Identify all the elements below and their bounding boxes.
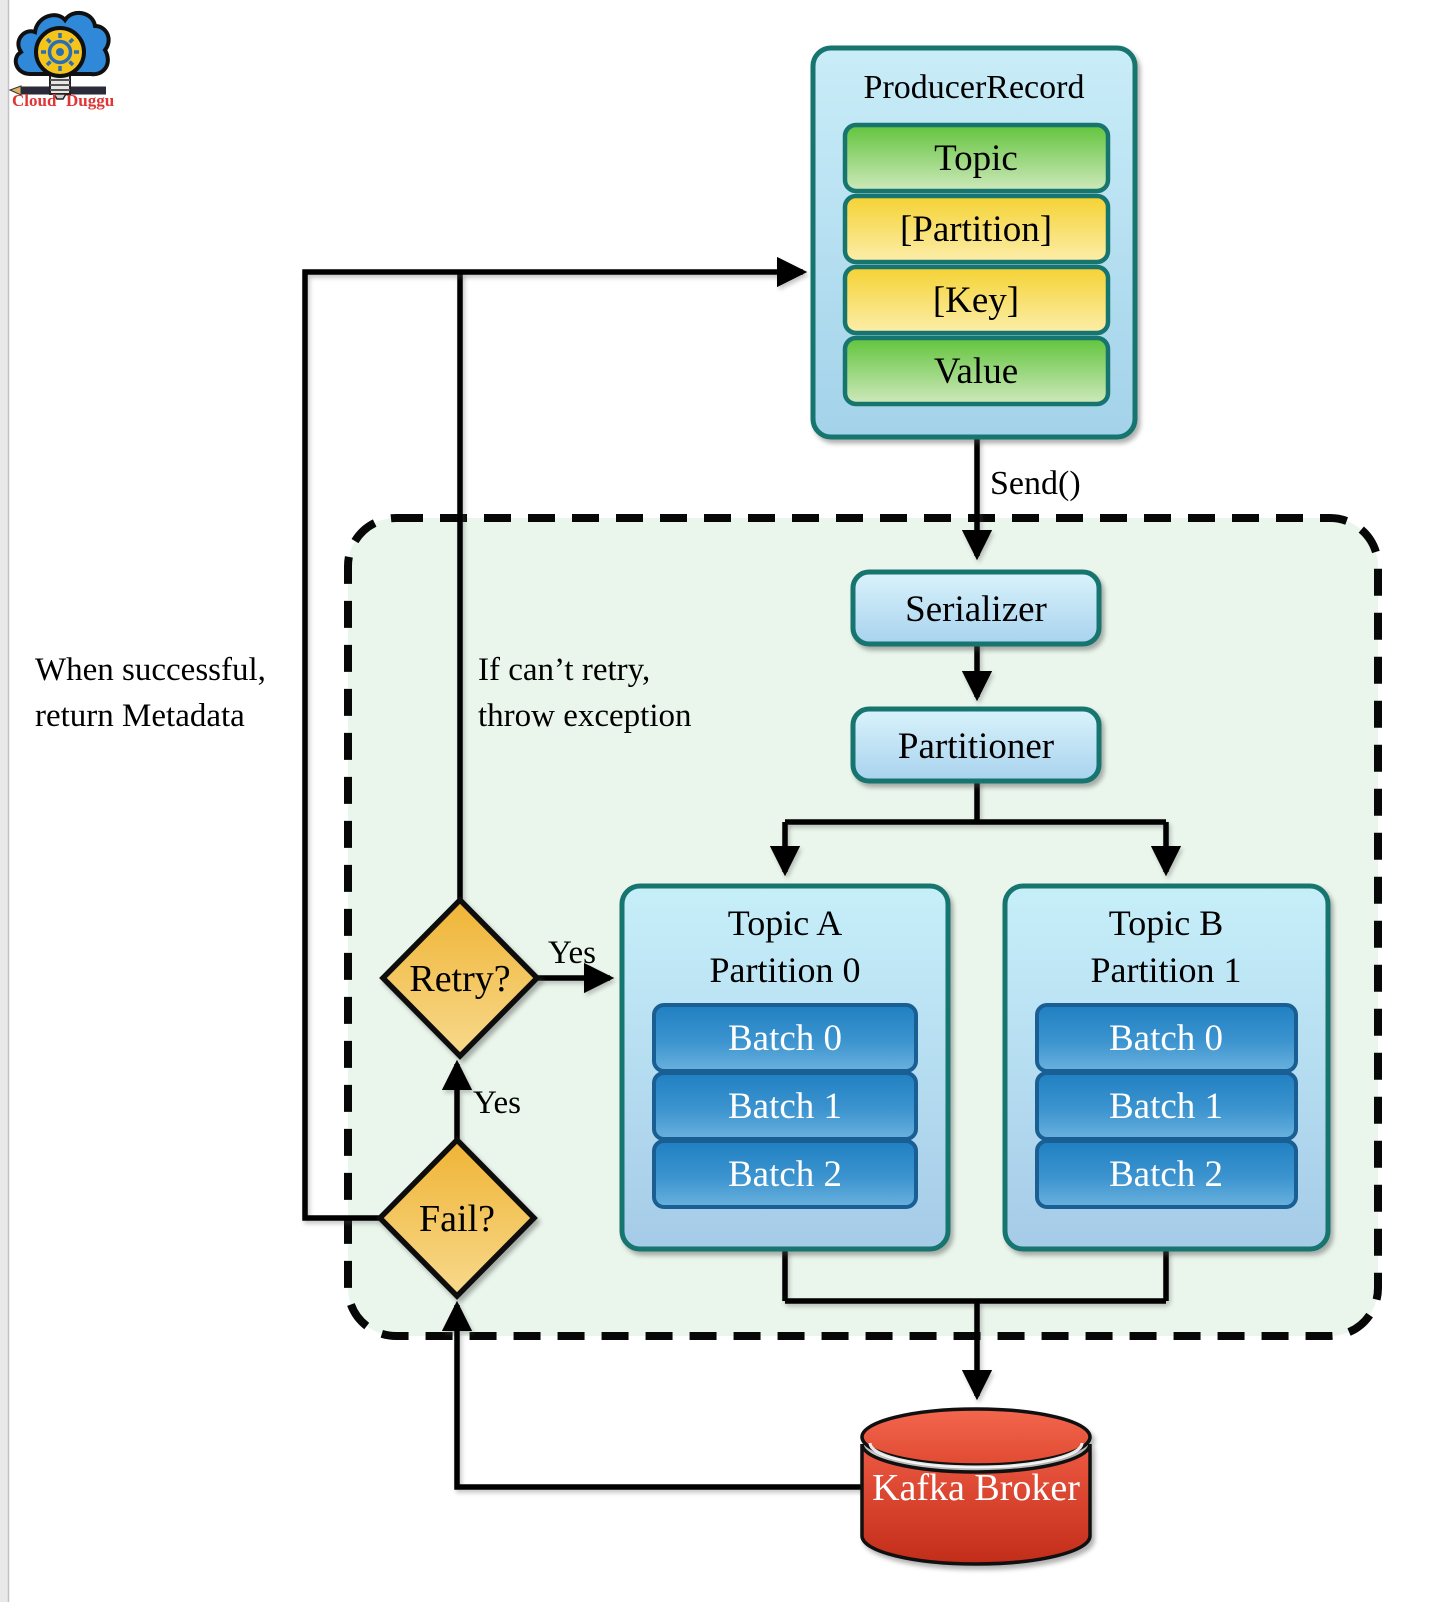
- broker-to-fail-path: [441, 1300, 863, 1490]
- fail-diamond: Fail?: [376, 1136, 538, 1300]
- brand-text-duggu: Duggu: [66, 91, 114, 110]
- success-feedback-path: [302, 256, 808, 1221]
- partitioner-branch-line: [785, 781, 1166, 825]
- connectors: [302, 256, 1182, 1490]
- topic-b-batch-0: Batch 0: [1109, 1018, 1223, 1059]
- topic-b-batch-1: Batch 1: [1109, 1086, 1223, 1127]
- batch-row: [1035, 1139, 1298, 1209]
- fail-label: Fail?: [419, 1198, 495, 1240]
- topic-a-batch-0: Batch 0: [728, 1018, 842, 1059]
- field-value: [842, 335, 1111, 407]
- batch-row: [652, 1139, 918, 1209]
- topic-b-batch-2: Batch 2: [1109, 1154, 1223, 1195]
- topic-a-box: Topic A Partition 0 Batch 0 Batch 1 Batc…: [619, 883, 951, 1252]
- retry-note-line1: If can’t retry,: [478, 652, 650, 688]
- cylinder-rim-highlight: [868, 1442, 1084, 1469]
- fail-yes-label: Yes: [473, 1085, 521, 1121]
- window-edge-strip: [0, 0, 8, 1602]
- clouduggu-logo: Cloud Duggu: [8, 10, 114, 110]
- field-value-label: Value: [934, 351, 1018, 392]
- success-note-line1: When successful,: [35, 652, 266, 688]
- field-partition-label: [Partition]: [900, 209, 1052, 250]
- field-key: [842, 264, 1111, 336]
- retry-label: Retry?: [409, 958, 510, 1000]
- retry-diamond: Retry?: [379, 896, 541, 1060]
- topic-a-batch-1: Batch 1: [728, 1086, 842, 1127]
- kafka-broker-label: Kafka Broker: [872, 1467, 1080, 1509]
- serializer-label: Serializer: [905, 589, 1047, 630]
- success-note-line2: return Metadata: [35, 698, 245, 734]
- kafka-broker-cylinder: Kafka Broker: [860, 1407, 1092, 1566]
- send-label: Send(): [990, 465, 1081, 502]
- field-topic: [842, 122, 1111, 194]
- brand-text-cloud: Cloud: [12, 91, 57, 110]
- partitioner-box: Partitioner: [850, 706, 1102, 784]
- field-topic-label: Topic: [934, 138, 1018, 179]
- serializer-box: Serializer: [850, 569, 1102, 647]
- topic-a-title-line2: Partition 0: [710, 950, 861, 990]
- topic-b-title-line1: Topic B: [1109, 903, 1223, 943]
- retry-yes-label: Yes: [548, 935, 596, 971]
- producer-record-title: ProducerRecord: [864, 69, 1085, 106]
- topic-b-box: Topic B Partition 1 Batch 0 Batch 1 Batc…: [1002, 883, 1331, 1252]
- field-key-label: [Key]: [933, 280, 1019, 321]
- topic-a-batch-2: Batch 2: [728, 1154, 842, 1195]
- lightbulb-gear-icon: [34, 26, 86, 100]
- retry-note-line2: throw exception: [478, 698, 692, 734]
- field-partition: [842, 193, 1111, 265]
- topic-b-title-line2: Partition 1: [1091, 950, 1242, 990]
- topic-a-title-line1: Topic A: [728, 903, 842, 943]
- producer-record-box: ProducerRecord Topic [Partition] [Key] V…: [810, 45, 1138, 440]
- partitioner-label: Partitioner: [898, 726, 1054, 767]
